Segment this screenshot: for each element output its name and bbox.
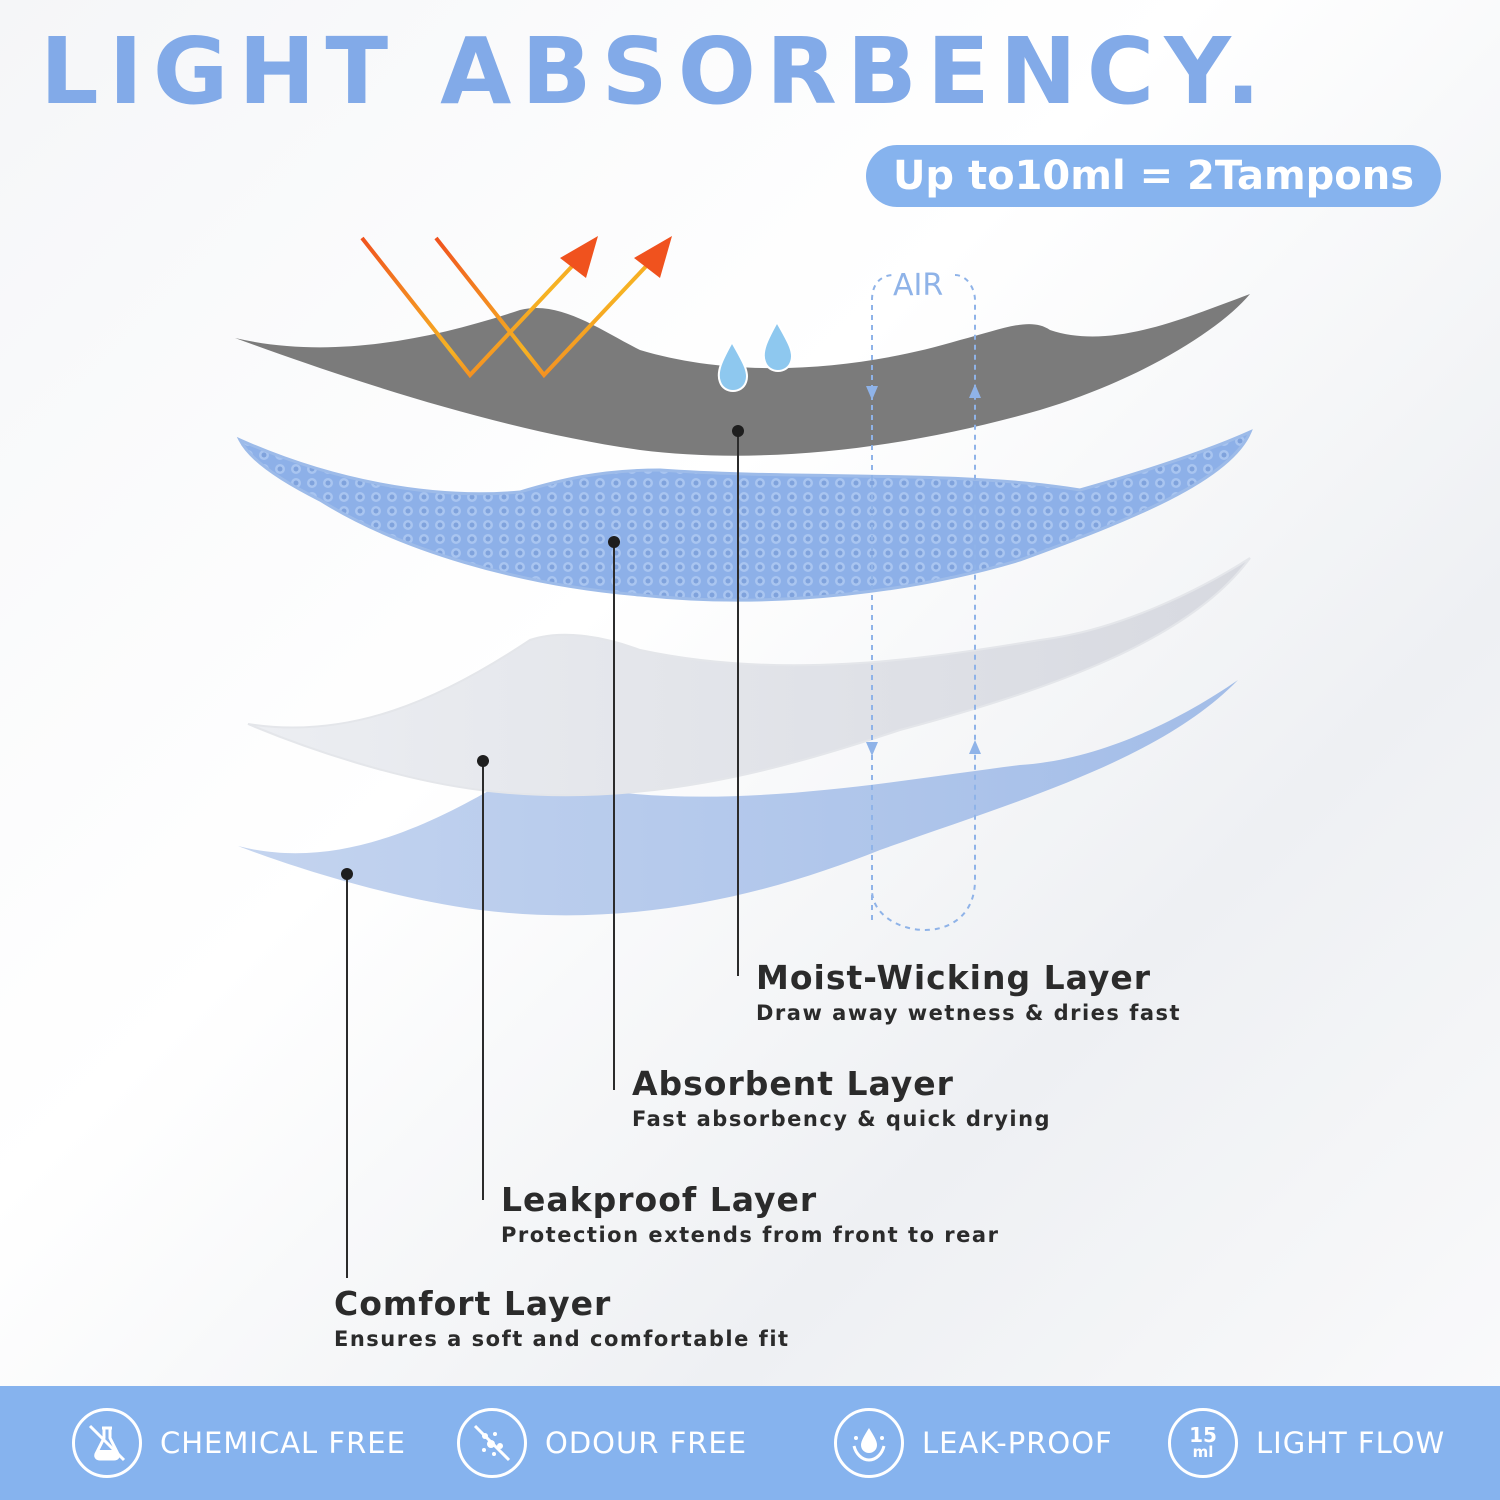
comfort-layer-label: Comfort Layer Ensures a soft and comfort… [334, 1284, 790, 1351]
icon-unit: ml [1192, 1443, 1214, 1462]
heat-arrow-head-1 [560, 236, 598, 278]
icon-number: 15 [1189, 1423, 1217, 1448]
feature-chemical-free: CHEMICAL FREE [72, 1386, 406, 1500]
feature-light-flow: 15 ml LIGHT FLOW [1168, 1386, 1445, 1500]
15ml-icon: 15 ml [1168, 1408, 1238, 1478]
absorbent-layer-shape [236, 429, 1253, 602]
absorbent-layer-subtitle: Fast absorbency & quick drying [632, 1107, 1052, 1131]
wicking-layer-label: Moist-Wicking Layer Draw away wetness & … [756, 958, 1181, 1025]
comfort-leader-dot [341, 868, 353, 880]
comfort-layer-title: Comfort Layer [334, 1284, 612, 1323]
wicking-layer-subtitle: Draw away wetness & dries fast [756, 1001, 1182, 1025]
wicking-layer-title: Moist-Wicking Layer [756, 958, 1152, 997]
odour-no-icon [457, 1408, 527, 1478]
leakproof-layer-title: Leakproof Layer [501, 1180, 818, 1219]
leak-proof-icon [834, 1408, 904, 1478]
flask-no-icon [72, 1408, 142, 1478]
wicking-leader-dot [732, 425, 744, 437]
comfort-layer-subtitle: Ensures a soft and comfortable fit [334, 1327, 790, 1351]
feature-label: LIGHT FLOW [1256, 1426, 1446, 1460]
air-flow-loop [871, 274, 976, 932]
air-arrow-up-icon [969, 384, 981, 398]
feature-leak-proof: LEAK-PROOF [834, 1386, 1113, 1500]
absorbent-layer-title: Absorbent Layer [632, 1064, 954, 1103]
droplet-icon [717, 339, 748, 392]
heat-arrow-1 [360, 236, 594, 379]
heat-arrow-2 [434, 236, 668, 379]
air-arrow-up-icon [969, 740, 981, 754]
leakproof-leader-dot [477, 755, 489, 767]
feature-odour-free: ODOUR FREE [457, 1386, 747, 1500]
air-arrow-down-icon [866, 386, 878, 400]
feature-label: ODOUR FREE [545, 1426, 748, 1460]
feature-label: CHEMICAL FREE [160, 1426, 406, 1460]
absorbent-layer-label: Absorbent Layer Fast absorbency & quick … [632, 1064, 1051, 1131]
air-arrow-down-icon [866, 742, 878, 756]
droplet-icon [762, 319, 793, 372]
features-bar: CHEMICAL FREE ODOUR FREE LEAK-PROOF 15 m… [0, 1386, 1500, 1500]
absorbent-leader-dot [608, 536, 620, 548]
air-label: AIR [893, 268, 944, 303]
heat-arrow-head-2 [634, 236, 672, 278]
leakproof-layer-shape [247, 557, 1251, 797]
leakproof-layer-subtitle: Protection extends from front to rear [501, 1223, 1000, 1247]
feature-label: LEAK-PROOF [922, 1426, 1113, 1460]
absorbency-badge: Up to10ml = 2Tampons [866, 145, 1441, 207]
leakproof-layer-label: Leakproof Layer Protection extends from … [501, 1180, 999, 1247]
page-title: LIGHT ABSORBENCY. [40, 18, 1271, 125]
